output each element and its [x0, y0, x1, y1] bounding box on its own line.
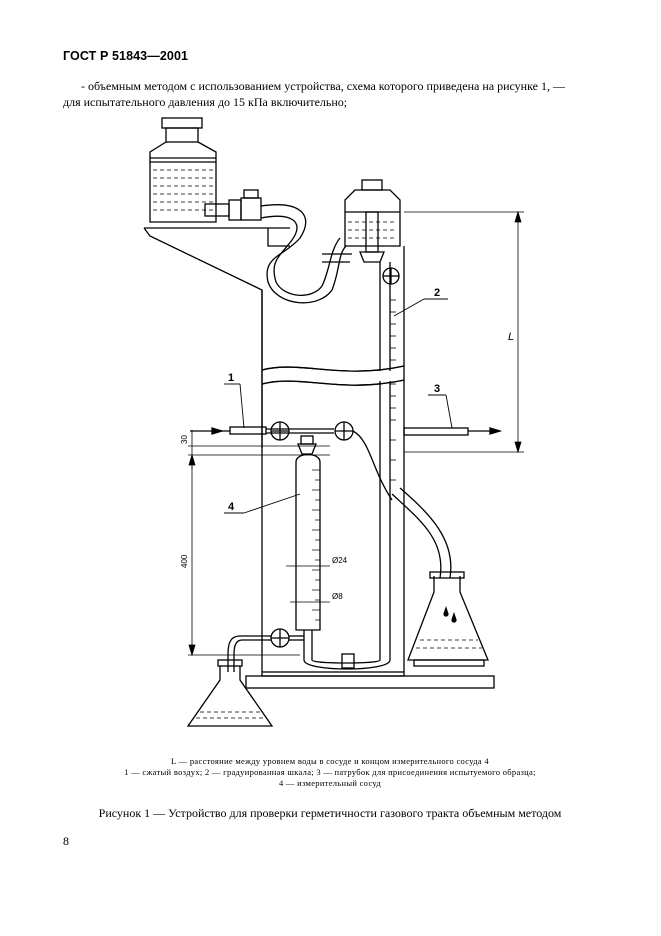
- right-flask: [391, 487, 489, 667]
- dimension-30-label: 30: [180, 435, 189, 444]
- air-line: [190, 421, 503, 501]
- callout-2: 2: [434, 287, 440, 299]
- column-valve: [382, 267, 400, 285]
- intro-line-2: для испытательного давления до 15 кПа вк…: [63, 95, 348, 109]
- callout-1: 1: [228, 372, 234, 384]
- caption-line-1: L — расстояние между уровнем воды в сосу…: [171, 756, 489, 766]
- diameter-24-label: Ø24: [332, 556, 348, 565]
- intro-paragraph: - объемным методом с использованием устр…: [63, 78, 603, 110]
- document-header: ГОСТ Р 51843—2001: [63, 49, 189, 63]
- caption-line-2: 1 — сжатый воздух; 2 — градуированная шк…: [124, 767, 536, 777]
- u-tube: [227, 628, 391, 672]
- callout-leaders: [224, 298, 453, 514]
- dimensions-30-400: [188, 430, 330, 657]
- caption-line-3: 4 — измерительный сосуд: [278, 778, 382, 788]
- dimension-400-label: 400: [180, 554, 189, 568]
- diameter-8-label: Ø8: [332, 592, 343, 601]
- dimension-L: [404, 210, 524, 454]
- main-column: [261, 246, 405, 672]
- intro-line-1: - объемным методом с использованием устр…: [81, 79, 565, 93]
- page-number: 8: [63, 834, 69, 848]
- left-flask: [186, 659, 274, 727]
- figure-title: Рисунок 1 — Устройство для проверки герм…: [98, 806, 562, 820]
- measuring-vessel: [286, 435, 330, 660]
- connecting-hose: [260, 204, 352, 304]
- upper-vessel: [344, 179, 401, 263]
- reservoir-bottle: [149, 117, 262, 223]
- dimension-L-label: L: [508, 331, 514, 343]
- callout-4: 4: [228, 501, 235, 513]
- shelf-bracket: [143, 227, 290, 448]
- callout-labels: 1 2 3 4 L 30 400 Ø24 Ø8: [180, 287, 514, 601]
- callout-3: 3: [434, 383, 440, 395]
- base-plate: [245, 671, 495, 689]
